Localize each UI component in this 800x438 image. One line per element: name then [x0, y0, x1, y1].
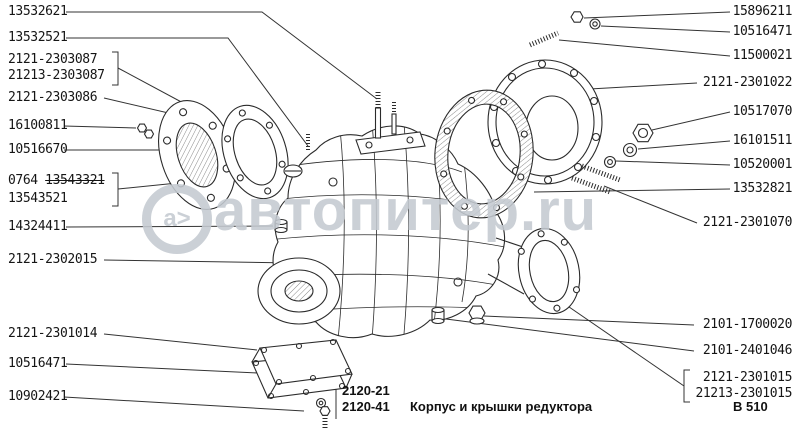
part-number-label-group: 0764 13543321: [8, 174, 105, 188]
part-number-label: 16100811: [8, 118, 68, 133]
bottom-bolt: [315, 397, 331, 430]
part-number-label: 21213-2301015: [695, 386, 792, 401]
bracket-left-1: [112, 51, 119, 86]
part-number-label: 10516670: [8, 142, 68, 157]
part-number-label: 13543521: [8, 191, 68, 206]
leader-left-12: [63, 396, 305, 412]
part-number-label: 13532821: [732, 181, 793, 196]
top-right-fasteners: [529, 11, 601, 48]
part-number-label: 2121-2301015: [702, 370, 793, 385]
right-nut-washers: [603, 123, 654, 169]
part-number-label: 2121-2301022: [702, 75, 793, 90]
part-number-label: 10520001: [732, 157, 793, 172]
right-studs: [571, 163, 621, 195]
part-number-label: 16101511: [732, 133, 793, 148]
left-side-cover: [158, 100, 236, 210]
part-number-label: 10902421: [8, 389, 68, 404]
filler-plug: [274, 218, 288, 234]
rear-cover: [487, 59, 603, 185]
drain-plugs: [431, 305, 486, 325]
part-number-label: 2121-2303086: [8, 90, 98, 105]
leader-right-5: [651, 111, 731, 131]
bracket-right: [683, 369, 690, 403]
leader-left-9: [103, 259, 295, 264]
leader-lines: [63, 11, 731, 419]
part-number-label: 2121-2301014: [8, 326, 98, 341]
leader-right-group: [555, 297, 685, 387]
part-number-superseded: 13543321: [45, 173, 105, 188]
page-reference: В 510: [733, 399, 768, 414]
rear-gasket: [434, 89, 534, 219]
diagram-caption: Корпус и крышки редуктора: [410, 399, 593, 414]
bottom-cover-assembly: [251, 338, 353, 400]
part-prefix: 0764: [8, 173, 38, 188]
leader-right-3: [558, 39, 731, 57]
leader-right-2: [600, 25, 731, 33]
leader-right-7: [615, 160, 731, 166]
drive-flange-neck: [257, 257, 341, 325]
part-number-label: 10516471: [732, 24, 793, 39]
leader-left-11: [65, 363, 259, 374]
drawing: [136, 11, 654, 430]
part-number-label: 14324411: [8, 219, 68, 234]
part-number-label: 2101-1700020: [702, 317, 793, 332]
part-number-label: 11500021: [732, 48, 793, 63]
leader-left-1: [66, 11, 378, 100]
part-number-label: 2121-2303087: [8, 52, 98, 67]
part-number-label: 15896211: [732, 4, 793, 19]
model-code-bottom: 2120-41: [342, 399, 390, 414]
leader-left-8: [65, 225, 274, 228]
small-nuts: [136, 123, 155, 139]
leader-right-1: [583, 11, 731, 19]
leader-right-6: [637, 140, 731, 150]
part-number-label: 2121-2301070: [702, 215, 793, 230]
leader-left-5: [63, 125, 137, 129]
leader-left-10: [103, 333, 258, 351]
bracket-left-2: [112, 172, 119, 207]
part-number-label: 10516471: [8, 356, 68, 371]
part-number-label: 13532521: [8, 30, 68, 45]
part-number-label: 10517070: [732, 104, 793, 119]
part-number-label: 21213-2303087: [8, 68, 105, 83]
part-number-label: 13532621: [8, 4, 68, 19]
leader-left-2: [66, 37, 309, 147]
leader-right-11: [445, 318, 695, 352]
leader-right-8: [533, 188, 731, 193]
part-number-label: 2101-2401046: [702, 343, 793, 358]
model-code-top: 2120-21: [342, 383, 390, 398]
part-number-label: 2121-2302015: [8, 252, 98, 267]
model-code-block: 2120-21 2120-41: [342, 383, 390, 415]
position-mark: [283, 164, 303, 178]
top-studs: [306, 92, 397, 150]
left-gasket: [221, 104, 289, 200]
side-cover: [517, 227, 581, 315]
leader-right-9: [603, 185, 698, 224]
